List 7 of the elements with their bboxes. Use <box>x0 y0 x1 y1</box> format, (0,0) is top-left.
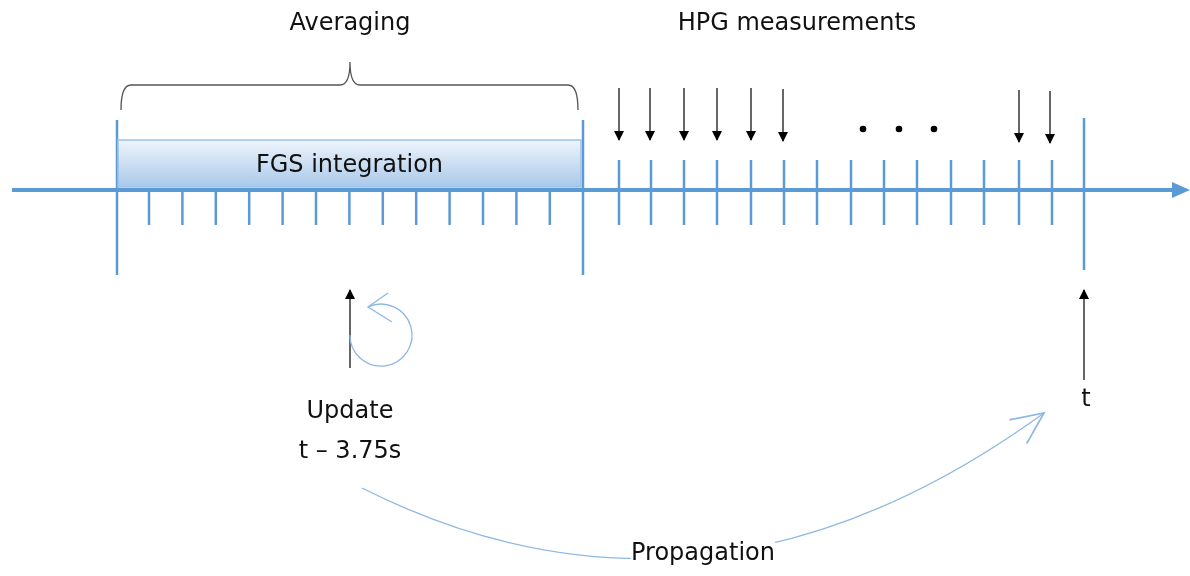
bracket-label: Averaging <box>289 8 411 36</box>
edge-label: Propagation <box>631 538 775 566</box>
event-label: Update <box>306 395 394 426</box>
section-label: HPG measurements <box>677 8 917 36</box>
event-label: t – 3.75s <box>298 435 402 466</box>
time-label: t <box>1081 383 1091 414</box>
integration-label: FGS integration <box>255 148 444 180</box>
